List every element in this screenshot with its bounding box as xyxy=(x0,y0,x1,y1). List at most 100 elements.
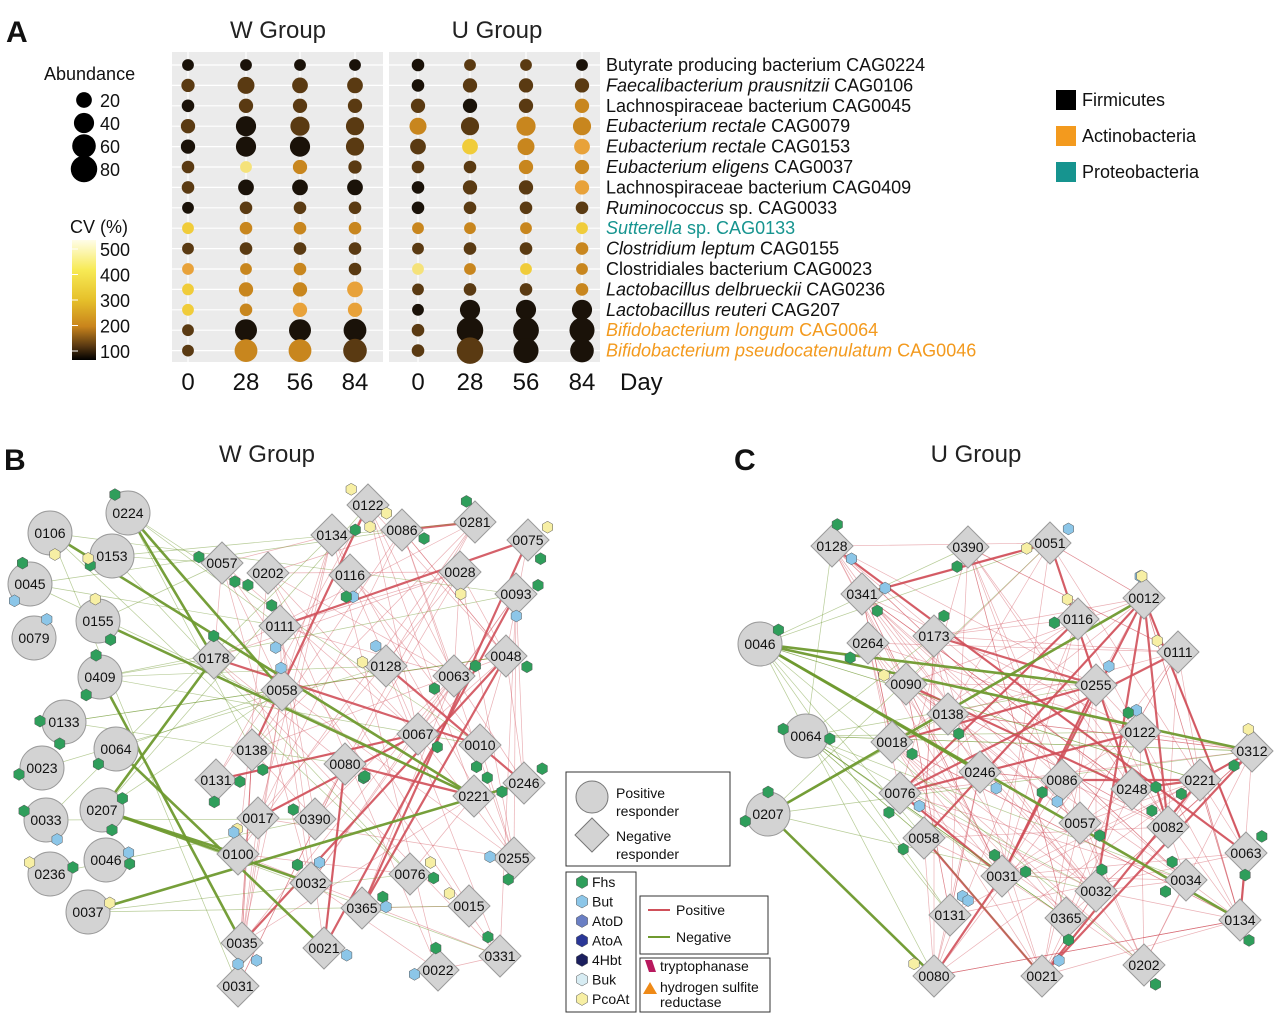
negative-responder-node xyxy=(484,634,528,678)
gene-marker xyxy=(739,814,751,828)
taxon-label: Lactobacillus delbrueckii CAG0236 xyxy=(606,279,885,299)
abundance-dot xyxy=(237,76,255,94)
gene-marker xyxy=(883,806,895,819)
node-0080: 0080 xyxy=(908,954,956,998)
node-label: 0082 xyxy=(1152,819,1183,835)
gene-marker xyxy=(521,660,533,674)
node-0015: 0015 xyxy=(443,884,491,928)
positive-edge xyxy=(267,572,455,677)
day-tick: 0 xyxy=(411,369,424,396)
node-0246: 0246 xyxy=(958,750,1002,795)
positive-edge xyxy=(949,771,981,916)
gene-legend-label: AtoA xyxy=(592,933,623,949)
positive-edge xyxy=(933,634,1097,687)
negative-responder-node xyxy=(1156,630,1200,674)
abundance-dot xyxy=(240,263,252,275)
node-0076: 0076 xyxy=(878,771,925,819)
positive-edge xyxy=(923,635,935,839)
node-label: 0106 xyxy=(34,525,65,541)
abundance-dot xyxy=(288,339,312,362)
negative-responder-node xyxy=(884,662,928,706)
gene-marker xyxy=(1166,855,1178,869)
node-0341: 0341 xyxy=(840,572,891,618)
node-label: 0063 xyxy=(438,668,469,684)
node-label: 0010 xyxy=(464,737,495,753)
abundance-dot xyxy=(519,242,533,255)
abundance-dot xyxy=(181,78,195,93)
gene-marker xyxy=(1094,829,1106,842)
node-0207: 0207 xyxy=(79,787,128,837)
node-0264: 0264 xyxy=(844,621,890,665)
node-label: 0409 xyxy=(84,669,115,685)
negative-responder-node xyxy=(388,852,432,896)
gene-legend-marker xyxy=(576,972,588,987)
node-label: 0015 xyxy=(453,898,484,914)
node-label: 0153 xyxy=(96,548,127,564)
gene-marker xyxy=(1061,593,1073,606)
abundance-dot xyxy=(575,201,589,215)
node-label: 0173 xyxy=(918,628,949,644)
panel-a-letter: A xyxy=(6,16,28,49)
gene-marker xyxy=(1242,723,1254,736)
node-label: 0134 xyxy=(1224,912,1255,928)
negative-responder-node xyxy=(928,893,972,937)
negative-edge xyxy=(87,781,525,914)
node-label: 0134 xyxy=(316,527,347,543)
gene-marker xyxy=(341,948,353,962)
positive-edge xyxy=(213,657,346,765)
taxon-label-part: Bifidobacterium pseudocatenulatum xyxy=(606,341,892,361)
negative-edge xyxy=(126,512,216,659)
node-label: 0133 xyxy=(48,714,79,730)
positive-edge xyxy=(221,562,312,884)
taxon-label: Eubacterium rectale CAG0079 xyxy=(606,116,850,136)
node-label: 0100 xyxy=(222,846,253,862)
negative-edge xyxy=(49,532,411,875)
positive-edge xyxy=(1199,779,1241,921)
node-label: 0131 xyxy=(934,907,965,923)
node-0255: 0255 xyxy=(484,836,536,886)
abundance-dot xyxy=(513,317,539,344)
gene-legend-label: PcoAt xyxy=(592,991,629,1007)
node-0153: 0153 xyxy=(82,533,135,579)
gene-marker xyxy=(418,532,430,545)
node-0022: 0022 xyxy=(409,941,460,992)
positive-edge xyxy=(1001,779,1063,877)
positive-edge xyxy=(251,749,316,820)
positive-edge xyxy=(899,730,1141,795)
positive-edge xyxy=(251,529,403,751)
negative-responder-node xyxy=(1118,710,1162,754)
abundance-dot xyxy=(569,317,595,343)
abundance-dot xyxy=(462,78,478,93)
node-0390: 0390 xyxy=(946,525,990,573)
negative-edge xyxy=(115,689,283,750)
positive-edge xyxy=(899,792,1145,966)
positive-edge xyxy=(933,875,1003,977)
gene-marker xyxy=(340,590,352,603)
node-label: 0046 xyxy=(744,636,775,652)
node-0128: 0128 xyxy=(810,518,857,568)
gene-marker xyxy=(871,604,883,618)
node-0045: 0045 xyxy=(7,556,53,608)
abundance-dot xyxy=(240,59,252,71)
abundance-dot xyxy=(235,116,257,137)
abundance-dot xyxy=(348,242,362,255)
node-0312: 0312 xyxy=(1228,723,1274,773)
taxon-label: Lachnospiraceae bacterium CAG0045 xyxy=(606,96,911,116)
abundance-dot xyxy=(463,201,477,215)
negative-responder-node xyxy=(1178,758,1222,802)
node-0138: 0138 xyxy=(926,692,970,740)
positive-edge xyxy=(1095,597,1145,686)
negative-responder-node xyxy=(1056,597,1100,641)
gene-marker xyxy=(772,623,784,637)
node-label: 0207 xyxy=(86,802,117,818)
positive-responder-node xyxy=(737,621,783,667)
abundance-dot xyxy=(182,283,194,296)
gene-marker xyxy=(17,556,28,570)
abundance-dot xyxy=(293,201,307,215)
node-0331: 0331 xyxy=(478,930,522,978)
node-0064: 0064 xyxy=(92,726,139,772)
node-label: 0207 xyxy=(752,806,783,822)
abundance-dot xyxy=(574,98,590,113)
node-label: 0033 xyxy=(30,812,61,828)
node-label: 0246 xyxy=(508,775,539,791)
